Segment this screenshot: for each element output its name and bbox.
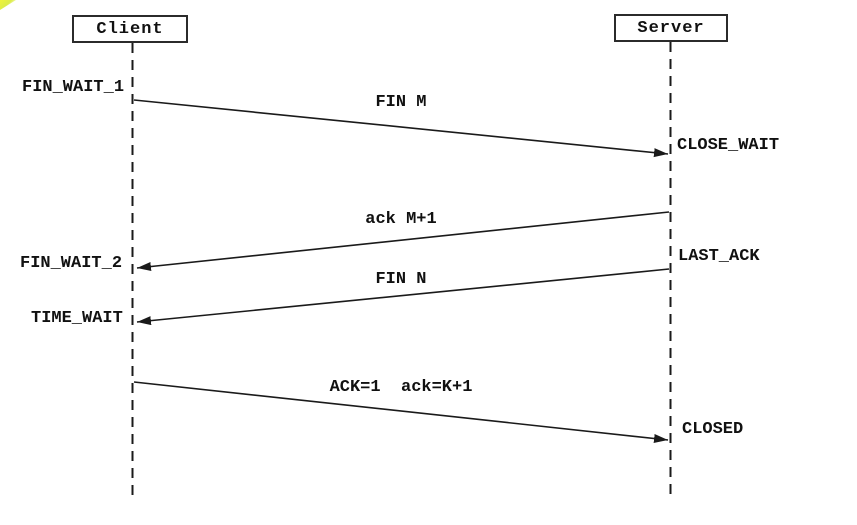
server-actor-label: Server xyxy=(637,18,705,38)
server-state-last-ack: LAST_ACK xyxy=(678,247,760,266)
message-arrow-ack-k1 xyxy=(133,381,669,443)
message-arrow-fin-m xyxy=(133,99,669,158)
client-state-fin-wait-1: FIN_WAIT_1 xyxy=(22,78,125,97)
client-actor-box: Client xyxy=(72,15,188,43)
server-state-closed: CLOSED xyxy=(682,420,744,439)
message-label-ack-k1: ACK=1 ack=K+1 xyxy=(329,378,473,397)
client-actor-label: Client xyxy=(96,19,164,39)
client-state-time-wait: TIME_WAIT xyxy=(31,309,123,328)
client-state-fin-wait-2: FIN_WAIT_2 xyxy=(20,254,123,273)
message-arrow-ack-m1 xyxy=(136,211,670,272)
server-actor-box: Server xyxy=(614,14,728,42)
screen-corner-artifact xyxy=(0,0,16,10)
message-label-fin-m: FIN M xyxy=(375,93,427,112)
server-state-close-wait: CLOSE_WAIT xyxy=(677,136,780,155)
message-label-fin-n: FIN N xyxy=(375,270,427,289)
message-label-ack-m1: ack M+1 xyxy=(365,210,437,229)
message-arrow-fin-n xyxy=(136,268,670,326)
